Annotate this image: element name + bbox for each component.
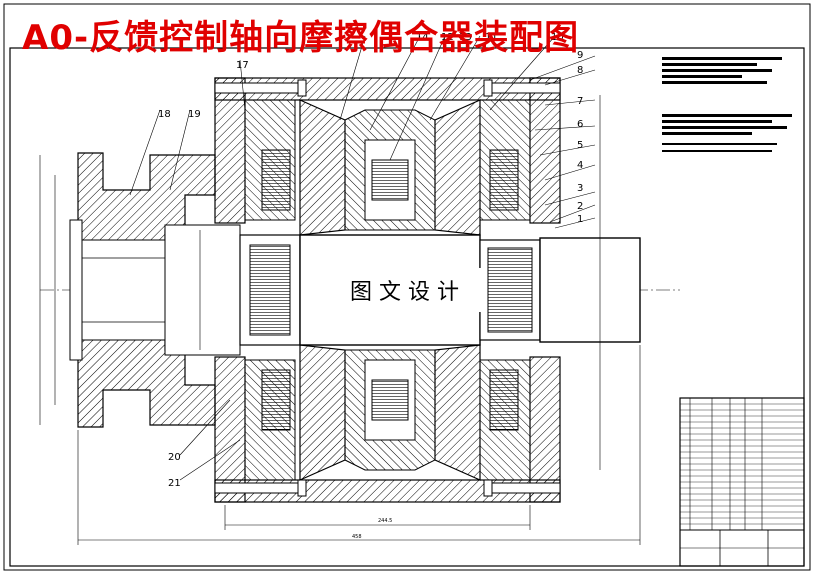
needle-bearing-left bbox=[249, 244, 291, 336]
watermark-label: 图文设计 bbox=[330, 268, 486, 312]
bolts bbox=[214, 79, 561, 497]
part-label-18: 18 bbox=[158, 109, 171, 120]
part-label-6: 6 bbox=[577, 119, 583, 130]
flange-part-18 bbox=[69, 152, 216, 428]
leader-lines bbox=[129, 35, 596, 481]
dimension-lines bbox=[39, 95, 641, 545]
dim-inner-length: 244.5 bbox=[378, 518, 392, 524]
part-label-12: 12 bbox=[441, 32, 454, 43]
technical-notes bbox=[662, 57, 792, 152]
dim-overall-length: 458 bbox=[352, 534, 362, 540]
outer-border bbox=[3, 3, 811, 571]
part-label-9: 9 bbox=[577, 50, 583, 61]
friction-cones bbox=[299, 99, 481, 481]
part-label-5: 5 bbox=[577, 140, 583, 151]
part-label-13: 13 bbox=[459, 32, 472, 43]
part-label-21: 21 bbox=[168, 478, 181, 489]
parts-list-rows bbox=[680, 403, 804, 525]
output-shaft bbox=[539, 237, 641, 343]
part-label-3: 3 bbox=[577, 183, 583, 194]
part-label-14: 14 bbox=[416, 32, 429, 43]
part-label-1: 1 bbox=[577, 214, 583, 225]
drawing-title: A0-反馈控制轴向摩擦偶合器装配图 bbox=[22, 18, 580, 58]
inner-border bbox=[9, 47, 805, 567]
part-label-17: 17 bbox=[236, 60, 249, 71]
side-springs bbox=[261, 149, 519, 431]
part-label-20: 20 bbox=[168, 452, 181, 463]
part-label-2: 2 bbox=[577, 201, 583, 212]
part-label-10: 10 bbox=[551, 32, 564, 43]
left-hub bbox=[164, 224, 241, 356]
part-label-8: 8 bbox=[577, 65, 583, 76]
part-label-11: 11 bbox=[485, 32, 498, 43]
needle-bearing-right bbox=[487, 247, 533, 333]
part-label-4: 4 bbox=[577, 160, 583, 171]
part-label-19: 19 bbox=[188, 109, 201, 120]
part-label-7: 7 bbox=[577, 96, 583, 107]
